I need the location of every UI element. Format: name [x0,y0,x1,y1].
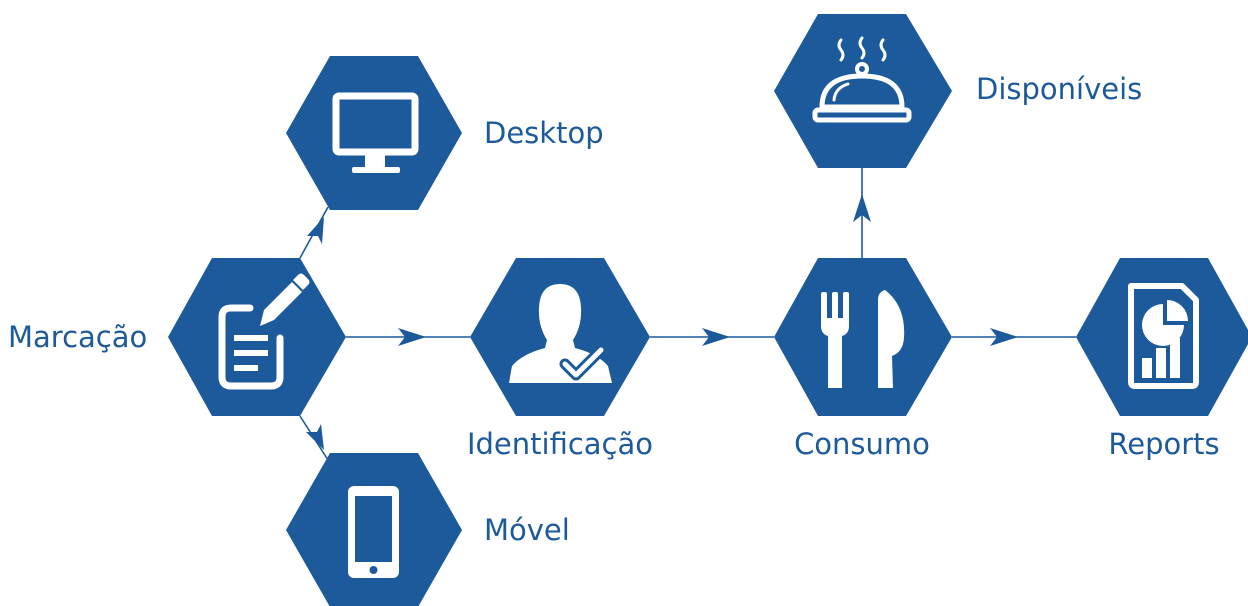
label-consumo: Consumo [794,427,930,461]
arrow-marcacao-movel [306,424,324,450]
label-marcacao: Marcação [8,320,147,354]
cloche-icon [812,36,912,123]
hexagon [774,14,952,168]
label-disponiveis: Disponíveis [976,72,1142,106]
node-identificacao [470,258,650,416]
fork-knife-icon [821,290,905,388]
smartphone-icon [348,486,399,578]
node-disponiveis [774,14,952,168]
label-movel: Móvel [484,513,570,547]
form-edit-icon [218,273,310,390]
node-marcacao [168,258,346,416]
node-desktop [286,56,462,210]
arrow-identificacao-consumo [702,328,730,346]
connectors [299,168,1076,461]
label-desktop: Desktop [484,116,604,150]
hexagon [286,56,462,210]
node-consumo [774,258,952,416]
hexagon [774,258,952,416]
report-chart-icon [1128,283,1199,389]
label-reports: Reports [1108,427,1219,461]
node-reports [1076,258,1248,416]
arrow-marcacao-identificacao [398,328,426,346]
user-check-icon [509,284,612,383]
arrow-consumo-reports [990,328,1018,346]
monitor-icon [332,92,419,173]
node-movel [286,453,462,606]
arrow-marcacao-desktop [307,217,324,244]
label-identificacao: Identificação [467,427,653,461]
arrow-consumo-disponiveis [853,194,871,222]
